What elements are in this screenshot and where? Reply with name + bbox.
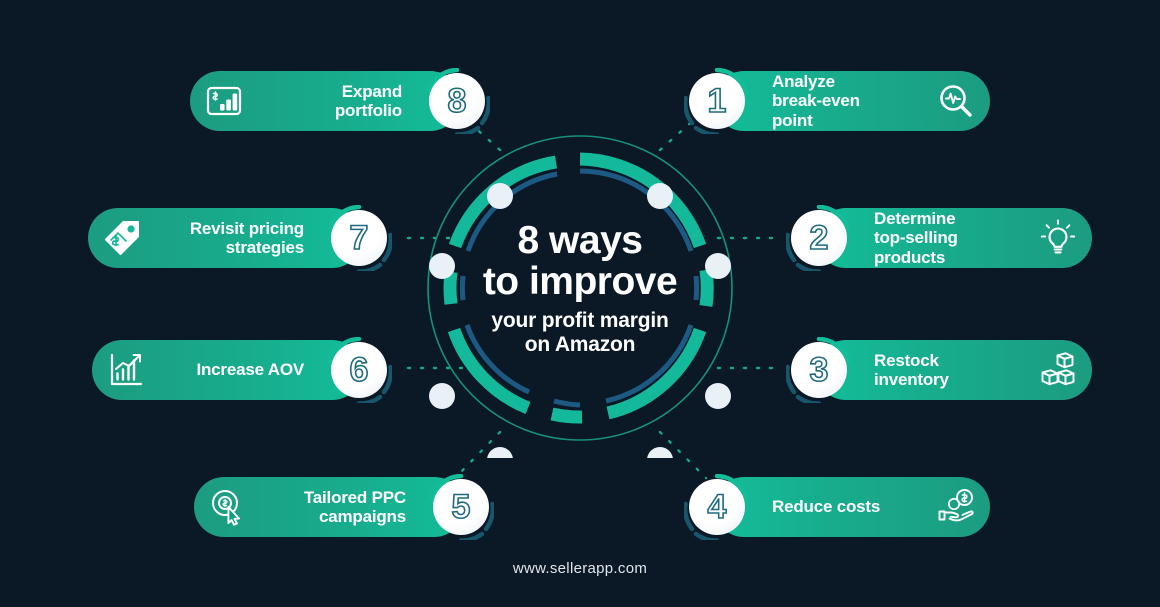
item-pill-6[interactable]: Increase AOV [92, 340, 362, 400]
item-card-3[interactable]: Restock inventory [786, 337, 1092, 403]
click-target-icon [212, 490, 240, 526]
badge-arcs-4 [684, 474, 749, 540]
item-pill-7[interactable]: Revisit pricing strategies [88, 208, 362, 268]
badge-disc-3 [791, 342, 847, 398]
item-card-4[interactable]: Reduce costs 4 [684, 474, 990, 540]
item-label-2: Determine top-selling products [874, 209, 958, 267]
item-label-7: Revisit pricing strategies [189, 218, 304, 257]
badge-arcs-3 [786, 337, 851, 403]
hub-rings [427, 135, 733, 458]
item-number-7: 7 [349, 218, 370, 258]
item-pill-2[interactable]: Determine top-selling products [816, 208, 1092, 268]
badge-disc-8 [429, 73, 485, 129]
badge-disc-7 [331, 210, 387, 266]
item-pill-3[interactable]: Restock inventory [816, 340, 1092, 400]
badge-disc-4 [689, 479, 745, 535]
item-label-5: Tailored PPC campaigns [303, 487, 406, 526]
item-card-6[interactable]: Increase AOV 6 [92, 337, 392, 403]
item-number-3: 3 [809, 350, 830, 390]
item-badge-2: 2 [786, 205, 852, 271]
item-pill-5[interactable]: Tailored PPC campaigns [194, 477, 464, 537]
item-label-1: Analyze break-even point [772, 72, 860, 130]
item-badge-5: 5 [428, 474, 494, 540]
item-label-8: Expand portfolio [334, 81, 402, 120]
badge-arcs-2 [786, 205, 851, 271]
item-badge-3: 3 [786, 337, 852, 403]
item-number-2: 2 [809, 218, 830, 258]
badge-arcs-6 [327, 337, 392, 403]
item-number-6: 6 [349, 350, 370, 390]
item-number-1: 1 [707, 81, 728, 121]
badge-disc-6 [331, 342, 387, 398]
badge-disc-5 [433, 479, 489, 535]
item-card-8[interactable]: Expand portfolio 8 [190, 68, 490, 134]
hand-coin-icon [938, 489, 974, 522]
item-pill-1[interactable]: Analyze break-even point [714, 71, 990, 131]
item-badge-1: 1 [684, 68, 750, 134]
item-label-3: Restock inventory [874, 350, 949, 389]
item-badge-4: 4 [684, 474, 750, 540]
item-badge-6: 6 [326, 337, 392, 403]
center-hub: 8 ways to improve your profit margin on … [427, 135, 733, 458]
item-number-8: 8 [447, 81, 468, 121]
item-card-1[interactable]: Analyze break-even point 1 [684, 68, 990, 134]
badge-arcs-5 [429, 474, 494, 540]
magnifier-pulse-icon [940, 85, 972, 117]
item-card-5[interactable]: Tailored PPC campaigns 5 [194, 474, 494, 540]
item-pill-8[interactable]: Expand portfolio [190, 71, 460, 131]
badge-arcs-8 [425, 68, 490, 134]
price-tag-icon [105, 221, 139, 255]
boxes-icon [1041, 352, 1075, 386]
footer-url[interactable]: www.sellerapp.com [512, 560, 648, 577]
lightbulb-icon [1040, 219, 1076, 254]
badge-arcs-1 [684, 68, 749, 134]
item-badge-7: 7 [326, 205, 392, 271]
badge-arcs-7 [327, 205, 392, 271]
growth-chart-icon [110, 353, 143, 386]
item-number-5: 5 [451, 487, 472, 527]
item-pill-4[interactable]: Reduce costs [714, 477, 990, 537]
item-label-4: Reduce costs [772, 497, 881, 517]
badge-disc-1 [689, 73, 745, 129]
item-badge-8: 8 [424, 68, 490, 134]
item-number-4: 4 [707, 487, 728, 527]
item-card-2[interactable]: Determine top-selling products [786, 205, 1092, 271]
badge-disc-2 [791, 210, 847, 266]
dollar-bars-icon [206, 86, 242, 116]
item-label-6: Increase AOV [196, 360, 304, 380]
item-card-7[interactable]: Revisit pricing strategies 7 [88, 205, 392, 271]
